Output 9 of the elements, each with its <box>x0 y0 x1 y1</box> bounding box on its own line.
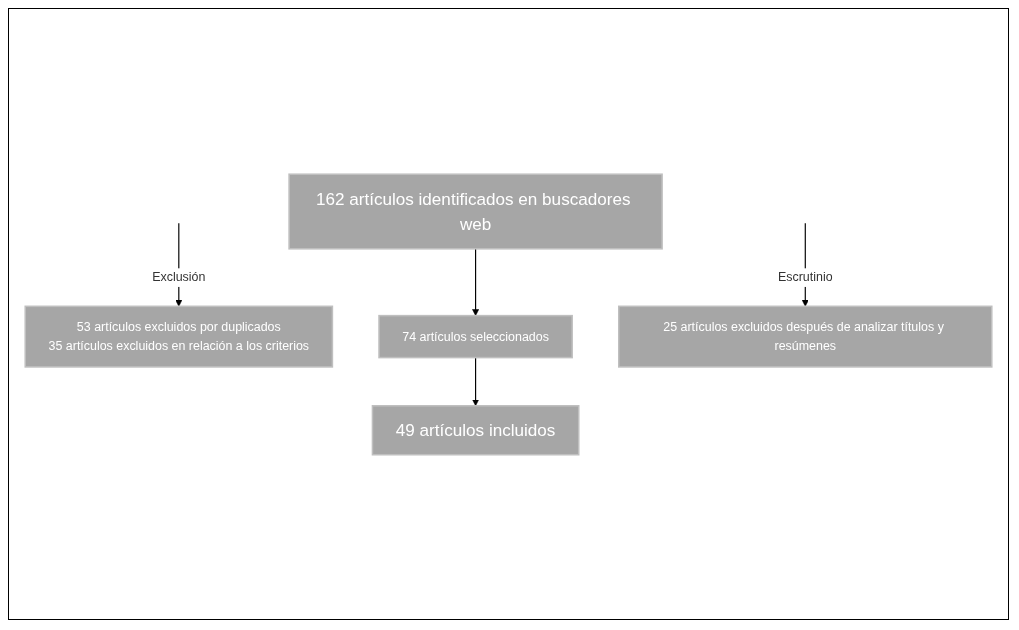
node-box: 25 artículos excluidos después de analizar títulos y resúmenes <box>618 305 993 368</box>
node-box: 49 artículos incluidos <box>371 404 580 456</box>
edge-label: Escrutinio <box>777 270 833 284</box>
edge-label: Exclusión <box>152 270 206 284</box>
arrow <box>472 247 479 316</box>
node-box: 53 artículos excluidos por duplicados 35 artículos excluidos en relación a los criterios <box>24 305 334 368</box>
node-box: 162 artículos identificados en buscadores web <box>288 172 663 250</box>
node-box: 74 artículos seleccionados <box>378 314 573 358</box>
arrow <box>472 356 479 406</box>
